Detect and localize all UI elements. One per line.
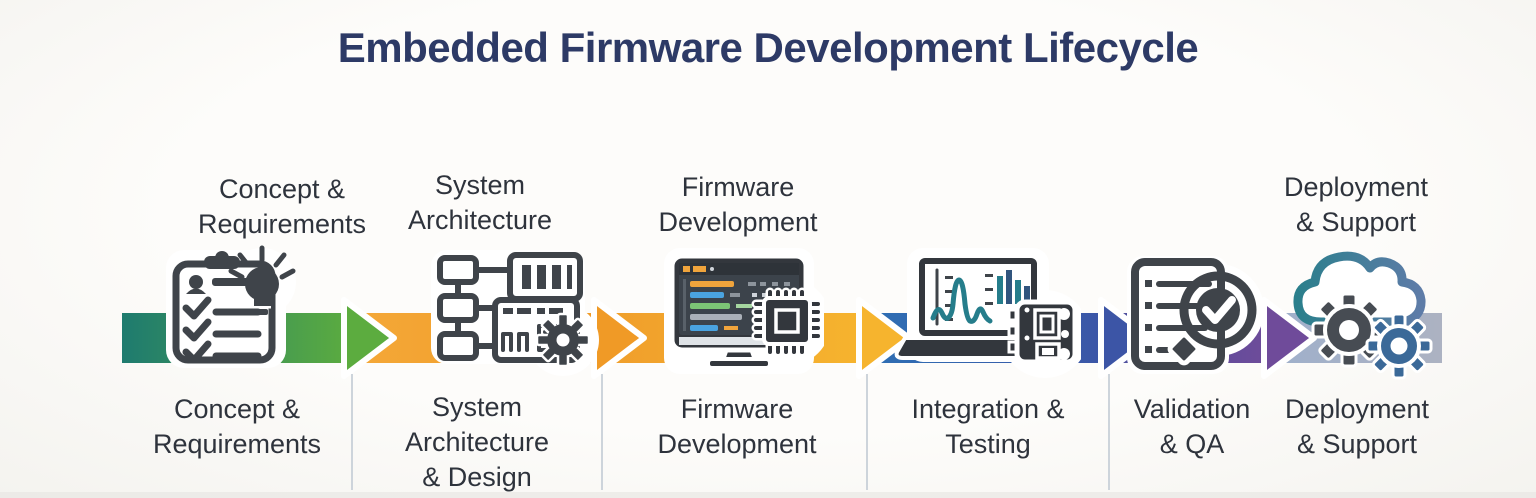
bottom-label-firmware-development: Firmware Development bbox=[605, 392, 869, 462]
arrowhead-concept bbox=[341, 297, 397, 379]
lightbulb bbox=[245, 267, 279, 315]
label-line: Firmware bbox=[680, 394, 794, 424]
checklist-rows bbox=[182, 296, 262, 364]
clipboard-checklist-lightbulb-icon bbox=[166, 245, 296, 368]
bottom-label-integration-testing: Integration & Testing bbox=[856, 392, 1120, 462]
label-line: Requirements bbox=[152, 429, 322, 459]
label-line: Requirements bbox=[197, 209, 367, 239]
magnifier bbox=[1167, 271, 1257, 366]
gear-blue bbox=[1365, 312, 1433, 380]
microchip bbox=[751, 287, 823, 357]
checklist-magnifier-check-icon bbox=[1127, 256, 1264, 374]
label-line: System bbox=[434, 170, 526, 200]
label-line: Concept & bbox=[173, 394, 301, 424]
top-label-concept-requirements: Concept & Requirements bbox=[150, 172, 414, 242]
label-line: Firmware bbox=[681, 172, 795, 202]
label-line: Architecture bbox=[407, 205, 553, 235]
waveform bbox=[930, 277, 993, 324]
flowchart-modules-gear-icon bbox=[431, 250, 599, 376]
label-line: Integration & bbox=[911, 394, 1065, 424]
arrowhead-validation bbox=[1261, 297, 1317, 379]
label-line: Concept & bbox=[218, 174, 346, 204]
label-line: & QA bbox=[1159, 429, 1225, 459]
label-line: Development bbox=[657, 429, 817, 459]
flowchart-nodes bbox=[437, 255, 479, 361]
label-line: Development bbox=[658, 207, 818, 237]
bottom-label-deployment-support: Deployment & Support bbox=[1225, 392, 1489, 462]
gear-dark bbox=[1311, 292, 1387, 368]
label-line: & Design bbox=[422, 462, 532, 492]
label-line: Deployment bbox=[1283, 172, 1429, 202]
cloud-gears-icon bbox=[1293, 251, 1433, 380]
bottom-label-concept-requirements: Concept & Requirements bbox=[105, 392, 369, 462]
laptop-waveform-pcb-icon bbox=[894, 248, 1081, 378]
top-label-deployment-support: Deployment & Support bbox=[1224, 170, 1488, 240]
code-monitor-microchip-icon bbox=[664, 248, 824, 374]
label-line: Testing bbox=[945, 429, 1031, 459]
arrowhead-integration bbox=[1098, 297, 1154, 379]
arrowhead-firmware bbox=[856, 297, 912, 379]
label-line: Architecture bbox=[404, 427, 550, 457]
label-line: Validation bbox=[1133, 394, 1251, 424]
bottom-label-validation-qa: Validation & QA bbox=[1060, 392, 1324, 462]
top-label-system-architecture: System Architecture bbox=[348, 168, 612, 238]
pcb-board bbox=[1007, 299, 1078, 365]
label-line: Deployment bbox=[1284, 394, 1430, 424]
page-title: Embedded Firmware Development Lifecycle bbox=[337, 24, 1199, 71]
bar-chart bbox=[997, 270, 1030, 304]
arrowhead-architecture bbox=[591, 297, 647, 379]
label-line: & Support bbox=[1295, 207, 1417, 237]
top-label-firmware-development: Firmware Development bbox=[606, 170, 870, 240]
label-line: System bbox=[431, 392, 523, 422]
label-line: & Support bbox=[1296, 429, 1418, 459]
bottom-label-system-architecture-design: System Architecture & Design bbox=[345, 390, 609, 495]
bottom-edge-shadow bbox=[0, 492, 1536, 498]
gear-small bbox=[535, 312, 591, 368]
code-lines bbox=[690, 281, 790, 331]
